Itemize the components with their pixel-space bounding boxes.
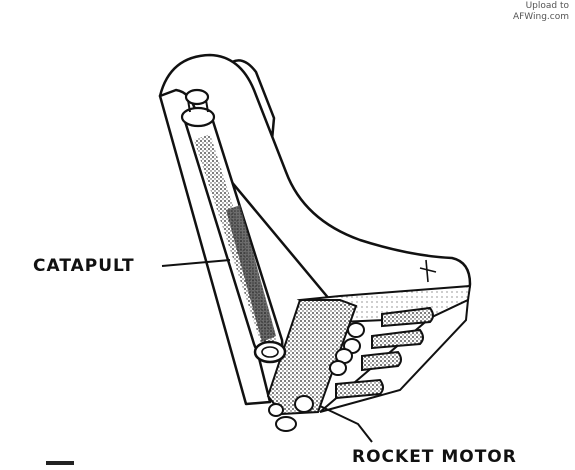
watermark-line-1: Upload to	[525, 1, 569, 11]
catapult-top-fitting	[180, 106, 216, 128]
catapult-neck	[187, 99, 209, 113]
frame-mark	[419, 259, 437, 283]
rocket-motor-label: ROCKET MOTOR	[352, 447, 517, 467]
rocket-nozzles	[335, 306, 434, 400]
catapult-bottom-cap	[261, 346, 279, 358]
catapult-label: CATAPULT	[33, 256, 135, 276]
catapult-cap	[184, 88, 210, 106]
cutoff-text-fragment	[46, 461, 74, 465]
rocket-motor-leader-line	[319, 405, 373, 443]
catapult-tube-dense-shading	[226, 205, 276, 342]
frame-side-panel	[158, 53, 472, 302]
watermark: Upload to AFWing.com	[479, 1, 569, 23]
watermark-line-2: AFWing.com	[512, 12, 569, 22]
rocket-front-caps	[268, 322, 365, 432]
catapult-leader-line	[161, 259, 231, 267]
